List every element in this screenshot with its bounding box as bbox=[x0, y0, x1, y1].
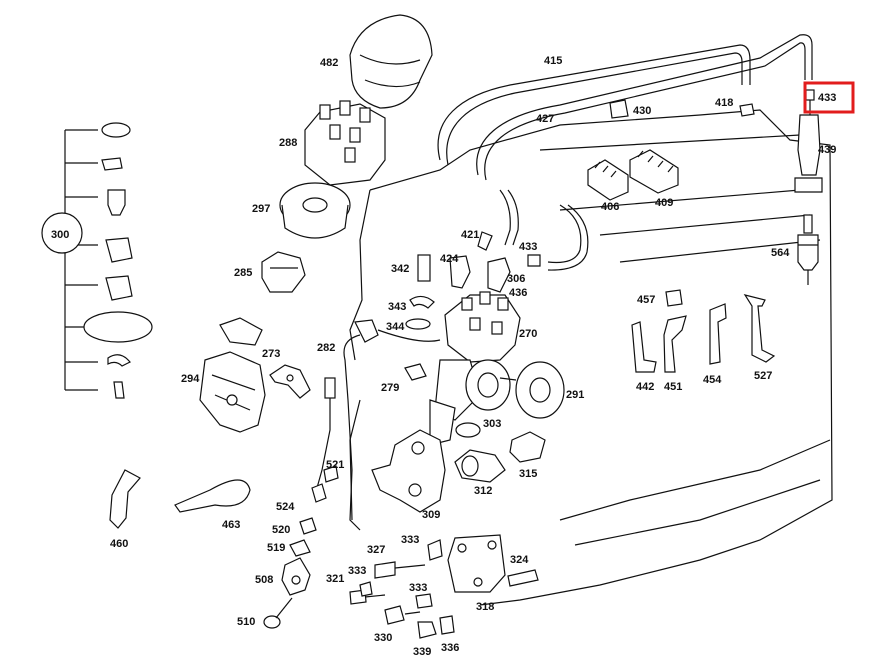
callout-463[interactable]: 463 bbox=[222, 519, 240, 531]
callout-460[interactable]: 460 bbox=[110, 538, 128, 550]
clip-460 bbox=[109, 469, 141, 529]
callout-300[interactable]: 300 bbox=[51, 229, 69, 241]
callout-521[interactable]: 521 bbox=[326, 459, 344, 471]
callout-451[interactable]: 451 bbox=[664, 381, 682, 393]
callout-333-mid[interactable]: 333 bbox=[348, 565, 366, 577]
callout-433-lower[interactable]: 433 bbox=[519, 241, 537, 253]
callout-339[interactable]: 339 bbox=[413, 646, 431, 658]
callout-279[interactable]: 279 bbox=[381, 382, 399, 394]
gasket-318 bbox=[447, 534, 539, 593]
callout-508[interactable]: 508 bbox=[255, 574, 273, 586]
drive-parts-303-315 bbox=[454, 422, 546, 483]
callout-297[interactable]: 297 bbox=[252, 203, 270, 215]
callout-457[interactable]: 457 bbox=[637, 294, 655, 306]
callout-433-top[interactable]: 433 bbox=[818, 92, 836, 104]
callout-315[interactable]: 315 bbox=[519, 468, 537, 480]
callout-344[interactable]: 344 bbox=[386, 321, 405, 333]
callout-406[interactable]: 406 bbox=[601, 201, 619, 213]
callout-564[interactable]: 564 bbox=[771, 247, 790, 259]
callout-520[interactable]: 520 bbox=[272, 524, 290, 536]
callout-336[interactable]: 336 bbox=[441, 642, 459, 654]
small-parts-lower-left bbox=[263, 377, 339, 629]
callout-454[interactable]: 454 bbox=[703, 374, 722, 386]
callout-510[interactable]: 510 bbox=[237, 616, 255, 628]
callout-519[interactable]: 519 bbox=[267, 542, 285, 554]
callout-343[interactable]: 343 bbox=[388, 301, 406, 313]
callout-282[interactable]: 282 bbox=[317, 342, 335, 354]
callout-309[interactable]: 309 bbox=[422, 509, 440, 521]
connectors-421-306 bbox=[449, 231, 541, 293]
bolts-lower-middle bbox=[349, 539, 455, 639]
callout-409[interactable]: 409 bbox=[655, 197, 673, 209]
bracket-309 bbox=[371, 429, 446, 513]
distributor-cap-288 bbox=[304, 100, 386, 186]
callout-285[interactable]: 285 bbox=[234, 267, 252, 279]
callout-291[interactable]: 291 bbox=[566, 389, 584, 401]
callout-333-top[interactable]: 333 bbox=[401, 534, 419, 546]
mounting-hardware-342-344 bbox=[405, 254, 435, 330]
callout-288[interactable]: 288 bbox=[279, 137, 297, 149]
callout-527[interactable]: 527 bbox=[754, 370, 772, 382]
distributor-270 bbox=[429, 291, 521, 446]
callout-333-low[interactable]: 333 bbox=[409, 582, 427, 594]
spark-plug-564 bbox=[797, 214, 819, 285]
breaker-plate-294 bbox=[199, 317, 266, 433]
brackets-right bbox=[631, 289, 776, 373]
contact-arm-273 bbox=[269, 364, 311, 399]
cable-strap-463 bbox=[174, 479, 251, 513]
callout-439[interactable]: 439 bbox=[818, 144, 836, 156]
callout-270[interactable]: 270 bbox=[519, 328, 537, 340]
callout-427[interactable]: 427 bbox=[536, 113, 554, 125]
callout-418[interactable]: 418 bbox=[715, 97, 733, 109]
callout-430[interactable]: 430 bbox=[633, 105, 651, 117]
callout-436[interactable]: 436 bbox=[509, 287, 527, 299]
callout-524[interactable]: 524 bbox=[276, 501, 295, 513]
callout-312[interactable]: 312 bbox=[474, 485, 492, 497]
rotor-285 bbox=[261, 251, 306, 293]
callout-442[interactable]: 442 bbox=[636, 381, 654, 393]
callout-424[interactable]: 424 bbox=[440, 253, 459, 265]
callout-318[interactable]: 318 bbox=[476, 601, 494, 613]
vacuum-line-282 bbox=[343, 319, 441, 531]
callout-294[interactable]: 294 bbox=[181, 373, 200, 385]
highlight-box-433 bbox=[803, 81, 855, 114]
callout-306[interactable]: 306 bbox=[507, 273, 525, 285]
spark-plug-connector-433 bbox=[794, 89, 823, 193]
rotor-cover-297 bbox=[279, 182, 351, 239]
cable-holder-409 bbox=[629, 149, 679, 194]
callout-482[interactable]: 482 bbox=[320, 57, 338, 69]
callout-415[interactable]: 415 bbox=[544, 55, 562, 67]
callout-labels: 482 288 297 285 273 294 300 460 463 524 … bbox=[51, 55, 836, 658]
clips-418-430 bbox=[609, 99, 755, 119]
callout-273[interactable]: 273 bbox=[262, 348, 280, 360]
callout-327[interactable]: 327 bbox=[367, 544, 385, 556]
callout-330[interactable]: 330 bbox=[374, 632, 392, 644]
repair-kit-300 bbox=[41, 122, 153, 399]
callout-321[interactable]: 321 bbox=[326, 573, 344, 585]
ignition-cables bbox=[437, 34, 813, 271]
distributor-cap-cover-482 bbox=[349, 14, 433, 109]
callout-342[interactable]: 342 bbox=[391, 263, 409, 275]
callout-324[interactable]: 324 bbox=[510, 554, 529, 566]
callout-303[interactable]: 303 bbox=[483, 418, 501, 430]
callout-421[interactable]: 421 bbox=[461, 229, 479, 241]
vacuum-unit-291 bbox=[499, 361, 565, 419]
cable-holder-406 bbox=[587, 159, 629, 201]
